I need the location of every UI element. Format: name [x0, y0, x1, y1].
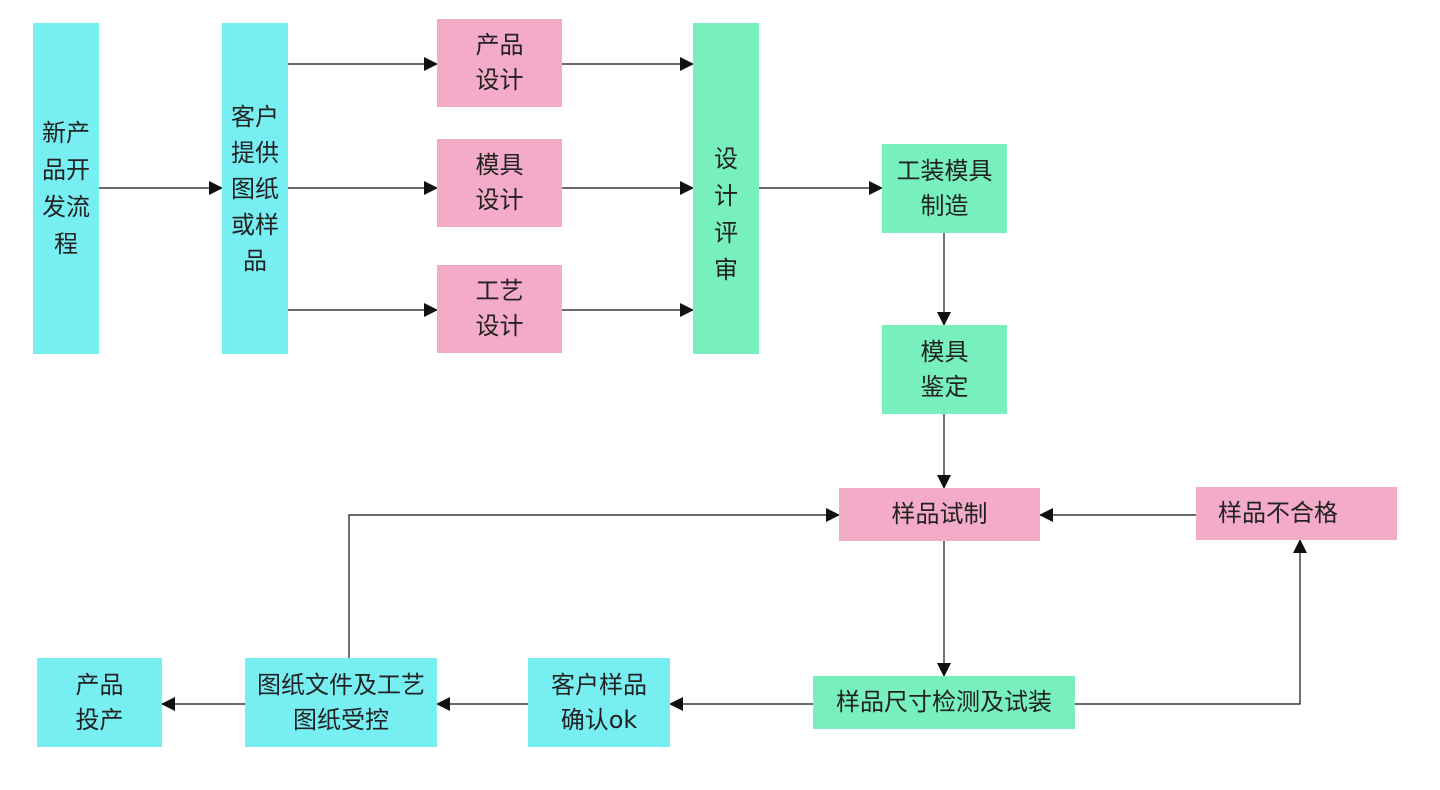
- node-label: 工艺设计: [475, 277, 524, 340]
- node-label: 设计评审: [714, 145, 738, 284]
- node-label: 客户样品确认ok: [551, 670, 647, 734]
- node-label: 模具设计: [475, 151, 524, 214]
- node-mold-design: 模具设计: [437, 139, 562, 227]
- node-sample-inspection: 样品尺寸检测及试装: [813, 676, 1075, 729]
- node-drawings-controlled: 图纸文件及工艺图纸受控: [245, 658, 437, 747]
- node-label: 图纸文件及工艺图纸受控: [257, 670, 425, 734]
- node-design-review: 设计评审: [693, 23, 759, 354]
- edge-docs-to-sample-trial: [348, 508, 840, 658]
- node-label: 产品投产: [75, 670, 124, 734]
- node-product-design: 产品设计: [437, 19, 562, 107]
- node-sample-failed: 样品不合格: [1196, 487, 1397, 540]
- node-label: 产品设计: [475, 31, 524, 94]
- node-label: 样品试制: [891, 500, 988, 528]
- node-label: 样品不合格: [1218, 499, 1338, 527]
- node-product-production: 产品投产: [37, 658, 162, 747]
- node-label: 新产品开发流程: [42, 118, 90, 258]
- node-label: 工装模具制造: [896, 156, 993, 220]
- node-tooling-manufacture: 工装模具制造: [882, 144, 1007, 233]
- node-sample-trial: 样品试制: [839, 488, 1040, 541]
- node-new-product-flow: 新产品开发流程: [33, 23, 99, 354]
- node-label: 模具鉴定: [920, 337, 969, 401]
- node-client-sample-confirm: 客户样品确认ok: [528, 658, 670, 747]
- node-label: 样品尺寸检测及试装: [836, 688, 1052, 716]
- node-process-design: 工艺设计: [437, 265, 562, 353]
- node-client-provides-drawings: 客户提供图纸或样品: [222, 23, 288, 354]
- node-label: 客户提供图纸或样品: [231, 102, 279, 275]
- node-mold-evaluation: 模具鉴定: [882, 325, 1007, 414]
- edge-inspect-to-sample-fail: [1075, 539, 1307, 705]
